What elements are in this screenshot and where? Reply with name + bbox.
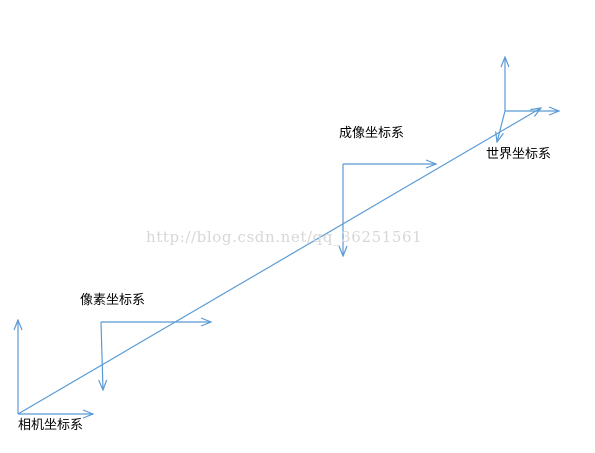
camera-axes xyxy=(18,320,93,414)
pixel-axes xyxy=(101,322,211,390)
image-coordinate-label: 成像坐标系 xyxy=(339,126,405,141)
watermark-text: http://blog.csdn.net/qq_36251561 xyxy=(146,228,423,246)
image-axes xyxy=(343,164,436,256)
camera-coordinate-label: 相机坐标系 xyxy=(18,418,84,433)
world-y-axis xyxy=(497,110,506,142)
world-coordinate-label: 世界坐标系 xyxy=(486,147,552,162)
world-axes xyxy=(497,57,559,142)
pixel-coordinate-label: 像素坐标系 xyxy=(80,293,146,308)
pixel-v-axis xyxy=(101,321,103,390)
connecting-arrow xyxy=(17,108,541,415)
